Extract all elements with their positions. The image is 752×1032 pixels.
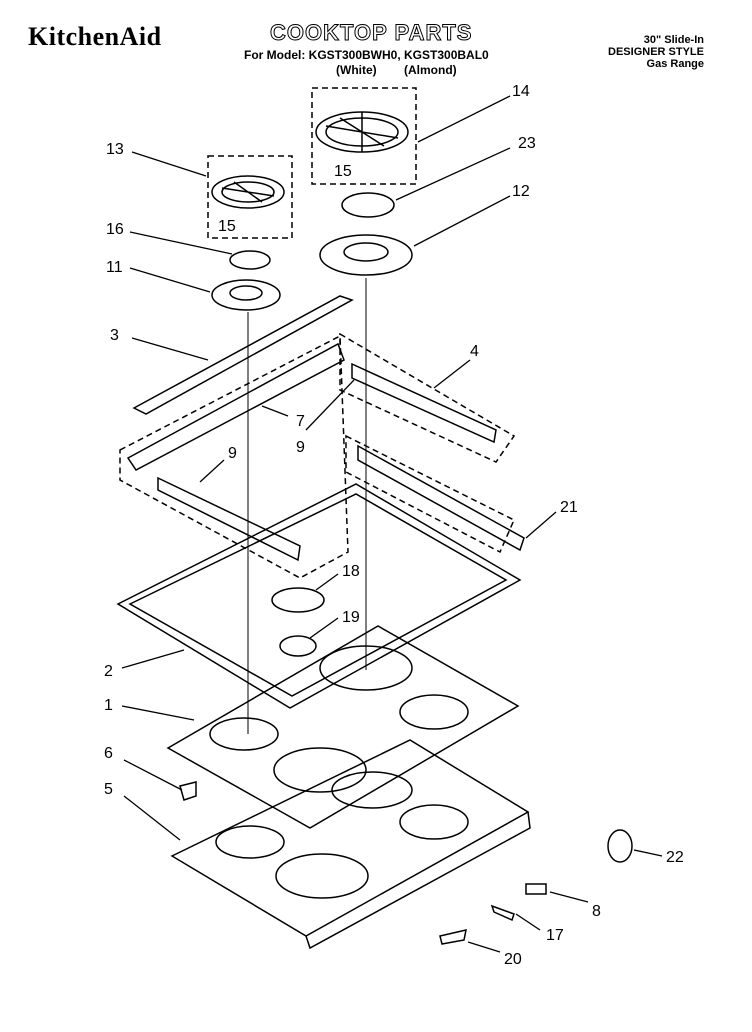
callout-label: 9: [228, 445, 237, 462]
range-size: 30" Slide-In: [643, 34, 704, 46]
grate-13-box: [207, 155, 293, 239]
grate-14-box: [311, 87, 417, 185]
callout-label: 5: [104, 781, 113, 798]
trim-box-21: [345, 434, 515, 554]
callout-label: 12: [512, 183, 530, 200]
callout-label: 15: [334, 163, 352, 180]
burner-head-19: [279, 635, 317, 657]
frame-gasket-2: [116, 483, 522, 709]
burner-cap-23: [341, 192, 395, 218]
burner-base-12: [319, 234, 413, 276]
callout-label: 7: [296, 413, 305, 430]
vent-rail-3: [132, 295, 354, 415]
callout-label: 22: [666, 849, 684, 866]
callout-label: 15: [218, 218, 236, 235]
callout-label: 20: [504, 951, 522, 968]
grate-13: [211, 175, 285, 209]
brand-logo: KitchenAid: [28, 22, 162, 51]
callout-label: 4: [470, 343, 479, 360]
clip-6: [179, 781, 197, 801]
burner-cap-16: [229, 250, 271, 270]
callout-label: 16: [106, 221, 124, 238]
range-style: DESIGNER STYLE: [608, 46, 704, 58]
model-white: (White): [336, 63, 377, 77]
callout-label: 21: [560, 499, 578, 516]
callout-label: 17: [546, 927, 564, 944]
callout-label: 14: [512, 83, 530, 100]
callout-label: 2: [104, 663, 113, 680]
callout-label: 11: [106, 259, 123, 276]
callout-label: 18: [342, 563, 360, 580]
rail-9: [157, 476, 301, 562]
valve-17: [490, 904, 515, 922]
callout-label: 8: [592, 903, 601, 920]
burner-ring-18: [271, 587, 325, 613]
callout-label: 19: [342, 609, 360, 626]
bracket-box-7: [119, 334, 349, 579]
bracket-box-4: [339, 332, 516, 463]
range-type: Gas Range: [646, 58, 704, 70]
callout-label: 9: [296, 439, 305, 456]
page-title: COOKTOP PARTS: [269, 20, 473, 46]
callout-label: 23: [518, 135, 536, 152]
callout-label: 1: [104, 697, 113, 714]
igniter-20: [439, 929, 467, 945]
glass-cooktop-1: [166, 625, 520, 829]
callout-label: 13: [106, 141, 124, 158]
burner-base-11: [211, 279, 281, 311]
callout-label: 6: [104, 745, 113, 762]
model-almond: (Almond): [404, 63, 457, 77]
switch-8: [525, 883, 547, 895]
model-line: For Model: KGST300BWH0, KGST300BAL0: [244, 48, 489, 62]
callout-label: 3: [110, 327, 119, 344]
orifice-22: [607, 829, 633, 863]
base-pan-5: [170, 739, 530, 937]
